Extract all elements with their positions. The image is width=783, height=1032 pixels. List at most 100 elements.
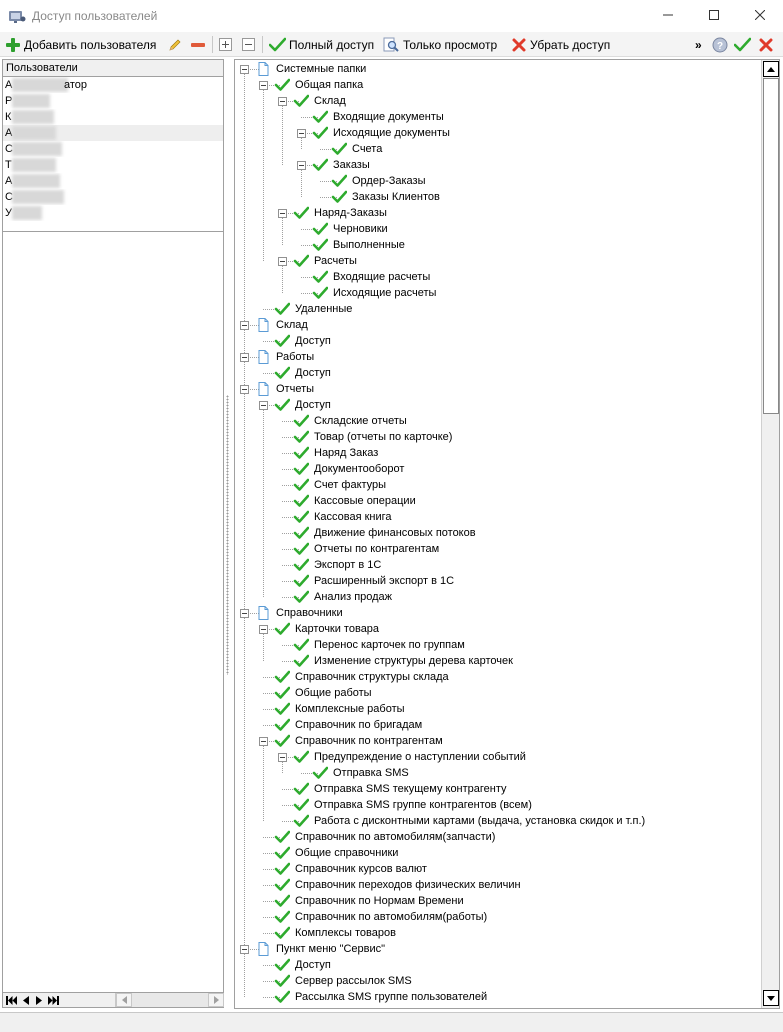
check-icon[interactable]: [293, 798, 310, 812]
check-icon[interactable]: [274, 734, 291, 748]
tree-node[interactable]: Анализ продаж: [235, 589, 761, 605]
check-icon[interactable]: [293, 638, 310, 652]
check-icon[interactable]: [274, 302, 291, 316]
user-row[interactable]: С: [3, 189, 223, 205]
check-icon[interactable]: [274, 894, 291, 908]
tree-node[interactable]: Карточки товара: [235, 621, 761, 637]
tree-node[interactable]: Расширенный экспорт в 1С: [235, 573, 761, 589]
full-access-button[interactable]: Полный доступ: [269, 32, 374, 57]
tree-node[interactable]: Черновики: [235, 221, 761, 237]
delete-user-button[interactable]: [190, 32, 209, 57]
check-icon[interactable]: [331, 174, 348, 188]
document-icon[interactable]: [255, 62, 271, 76]
check-icon[interactable]: [312, 222, 329, 236]
scroll-thumb[interactable]: [763, 78, 779, 414]
check-icon[interactable]: [312, 286, 329, 300]
edit-user-button[interactable]: [167, 32, 186, 57]
collapse-toggle-icon[interactable]: [240, 353, 249, 362]
check-icon[interactable]: [274, 718, 291, 732]
tree-node[interactable]: Рассылка SMS группе пользователей: [235, 989, 761, 1005]
check-icon[interactable]: [293, 430, 310, 444]
minimize-button[interactable]: [645, 0, 691, 30]
tree-node[interactable]: Счет фактуры: [235, 477, 761, 493]
user-row[interactable]: А: [3, 173, 223, 189]
check-icon[interactable]: [274, 398, 291, 412]
tree-node[interactable]: Отчеты по контрагентам: [235, 541, 761, 557]
check-icon[interactable]: [274, 670, 291, 684]
check-icon[interactable]: [293, 478, 310, 492]
tree-node[interactable]: Кассовые операции: [235, 493, 761, 509]
tree-node[interactable]: Доступ: [235, 397, 761, 413]
tree-node[interactable]: Наряд-Заказы: [235, 205, 761, 221]
tree-node[interactable]: Складские отчеты: [235, 413, 761, 429]
check-icon[interactable]: [274, 622, 291, 636]
tree-node[interactable]: Наряд Заказ: [235, 445, 761, 461]
check-icon[interactable]: [274, 702, 291, 716]
check-icon[interactable]: [312, 158, 329, 172]
tree-node[interactable]: Комплексы товаров: [235, 925, 761, 941]
tree-node[interactable]: Входящие расчеты: [235, 269, 761, 285]
collapse-all-button[interactable]: [242, 32, 258, 57]
tree-node[interactable]: Входящие документы: [235, 109, 761, 125]
tree-node[interactable]: Справочник по бригадам: [235, 717, 761, 733]
scroll-down-button[interactable]: [763, 990, 779, 1006]
tree-node[interactable]: Сервер рассылок SMS: [235, 973, 761, 989]
check-icon[interactable]: [331, 190, 348, 204]
prev-record-button[interactable]: [20, 994, 32, 1006]
close-button[interactable]: [737, 0, 783, 30]
expand-all-button[interactable]: [219, 32, 235, 57]
check-icon[interactable]: [312, 126, 329, 140]
tree-node[interactable]: Экспорт в 1С: [235, 557, 761, 573]
add-user-button[interactable]: Добавить пользователя: [5, 32, 156, 57]
users-horizontal-scrollbar[interactable]: [115, 993, 224, 1007]
collapse-toggle-icon[interactable]: [278, 753, 287, 762]
document-icon[interactable]: [255, 318, 271, 332]
collapse-toggle-icon[interactable]: [259, 401, 268, 410]
check-icon[interactable]: [293, 446, 310, 460]
check-icon[interactable]: [274, 686, 291, 700]
user-row[interactable]: Р: [3, 93, 223, 109]
collapse-toggle-icon[interactable]: [278, 209, 287, 218]
check-icon[interactable]: [274, 910, 291, 924]
document-icon[interactable]: [255, 350, 271, 364]
tree-node[interactable]: Изменение структуры дерева карточек: [235, 653, 761, 669]
check-icon[interactable]: [293, 510, 310, 524]
check-icon[interactable]: [274, 366, 291, 380]
check-icon[interactable]: [274, 974, 291, 988]
scroll-up-button[interactable]: [763, 61, 779, 77]
tree-node[interactable]: Работы: [235, 349, 761, 365]
check-icon[interactable]: [274, 878, 291, 892]
check-icon[interactable]: [293, 558, 310, 572]
first-record-button[interactable]: [5, 994, 17, 1006]
collapse-toggle-icon[interactable]: [259, 737, 268, 746]
tree-node[interactable]: Пункт меню "Сервис": [235, 941, 761, 957]
users-column-header[interactable]: Пользователи: [3, 60, 223, 77]
user-row[interactable]: У: [3, 205, 223, 221]
user-row[interactable]: К: [3, 109, 223, 125]
check-icon[interactable]: [293, 462, 310, 476]
check-icon[interactable]: [274, 846, 291, 860]
check-icon[interactable]: [274, 862, 291, 876]
tree-node[interactable]: Склад: [235, 317, 761, 333]
document-icon[interactable]: [255, 942, 271, 956]
check-icon[interactable]: [293, 574, 310, 588]
tree-node[interactable]: Исходящие расчеты: [235, 285, 761, 301]
maximize-button[interactable]: [691, 0, 737, 30]
tree-node[interactable]: Справочник по Нормам Времени: [235, 893, 761, 909]
collapse-toggle-icon[interactable]: [240, 321, 249, 330]
check-icon[interactable]: [293, 590, 310, 604]
tree-node[interactable]: Справочник переходов физических величин: [235, 877, 761, 893]
check-icon[interactable]: [274, 926, 291, 940]
ok-button[interactable]: [734, 32, 754, 57]
document-icon[interactable]: [255, 606, 271, 620]
collapse-toggle-icon[interactable]: [240, 65, 249, 74]
collapse-toggle-icon[interactable]: [259, 625, 268, 634]
tree-node[interactable]: Справочник по автомобилям(запчасти): [235, 829, 761, 845]
check-icon[interactable]: [274, 830, 291, 844]
check-icon[interactable]: [293, 94, 310, 108]
tree-node[interactable]: Отправка SMS группе контрагентов (всем): [235, 797, 761, 813]
check-icon[interactable]: [274, 958, 291, 972]
check-icon[interactable]: [293, 526, 310, 540]
check-icon[interactable]: [312, 238, 329, 252]
